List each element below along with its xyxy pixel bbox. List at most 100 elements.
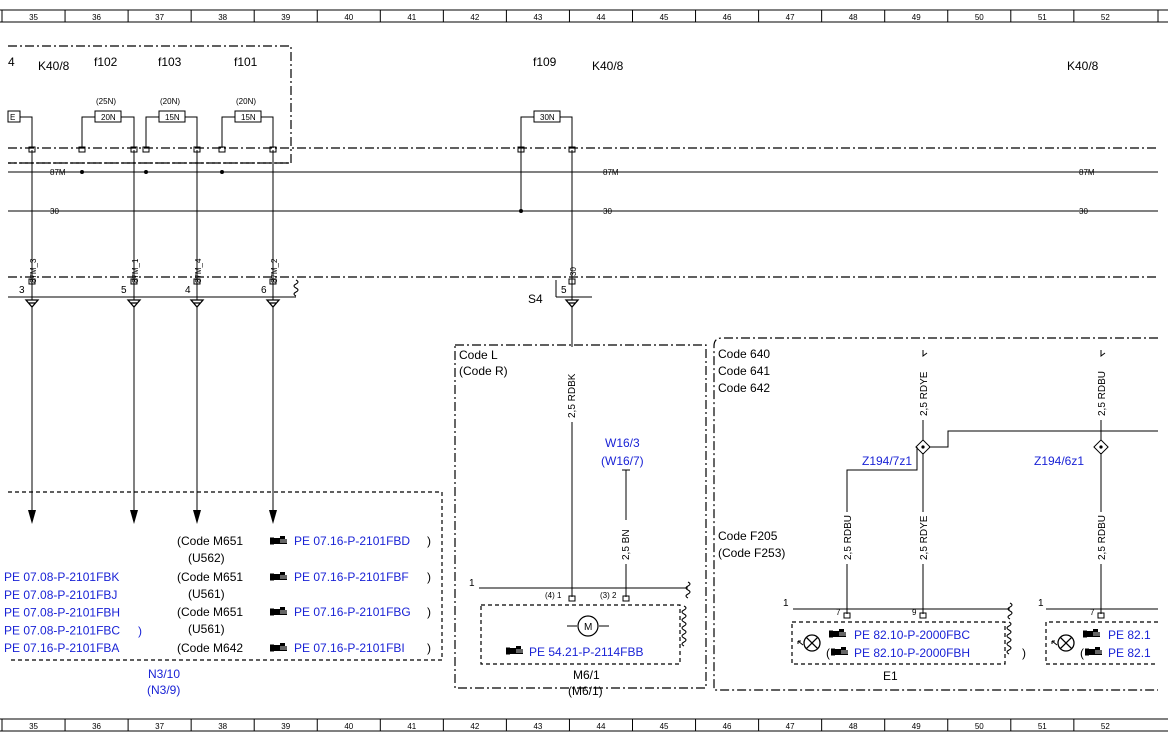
e2-paren-open: ( — [1080, 646, 1084, 660]
svg-text:87M: 87M — [50, 168, 66, 177]
terminal-label-e1-1: 1 — [783, 598, 789, 609]
e1-paren-close: ) — [1022, 646, 1026, 660]
grid-number: 52 — [1101, 722, 1110, 731]
grid-number: 38 — [218, 722, 227, 731]
lamp-icon — [797, 634, 821, 652]
left-ref-link[interactable]: PE 07.16-P-2101FBA — [4, 641, 119, 655]
fuse-rating-20n-a: (20N) — [160, 97, 180, 106]
code-close-paren: ) — [427, 570, 431, 584]
fuse-f109: 30N — [520, 110, 573, 148]
lamp-icon — [1051, 634, 1075, 652]
code-label-l: Code L — [459, 348, 498, 362]
code-ref-link[interactable]: PE 07.16-P-2101FBG — [294, 605, 411, 619]
grid-number: 41 — [407, 722, 416, 731]
module-label-n3-9: (N3/9) — [147, 683, 180, 697]
bus-87m: 87M 87M 87M — [8, 168, 1158, 177]
pin-label-3: 3 — [19, 285, 25, 296]
grid-number: 50 — [975, 722, 984, 731]
code-label: (Code M651 — [177, 570, 243, 584]
ref-pe-82-1-a[interactable]: PE 82.1 — [1108, 628, 1151, 642]
code-ref-link[interactable]: PE 07.16-P-2101FBI — [294, 641, 405, 655]
left-ref-link[interactable]: PE 07.08-P-2101FBC — [4, 623, 120, 637]
grid-number: 37 — [155, 722, 164, 731]
grid-number: 36 — [92, 13, 101, 22]
pointing-hand-icon — [830, 646, 849, 656]
motor-pin-2: (3) 2 — [600, 591, 617, 600]
connector-strip-s4 — [555, 280, 592, 298]
terminal-label-e2-1: 1 — [1038, 598, 1044, 609]
pin-label-5: 5 — [121, 285, 127, 296]
grid-number: 41 — [407, 13, 416, 22]
grid-number: 45 — [660, 722, 669, 731]
module-label-k40-8-right: K40/8 — [1067, 59, 1099, 73]
fuse-label-f103: f103 — [158, 55, 182, 69]
svg-text:30N: 30N — [540, 113, 555, 122]
wire-label-87m-3: 87M_3 — [29, 258, 38, 283]
code-label-r: (Code R) — [459, 364, 508, 378]
wire-label-rdye-lower: 2,5 RDYE — [919, 515, 930, 560]
grid-number: 39 — [281, 722, 290, 731]
arrow-down-icon — [193, 510, 201, 524]
grid-ruler-top — [0, 9, 1168, 23]
grid-number: 39 — [281, 13, 290, 22]
code-ref-link[interactable]: PE 07.16-P-2101FBD — [294, 534, 410, 548]
svg-text:30: 30 — [50, 207, 59, 216]
arrow-down-icon — [130, 510, 138, 524]
grid-number: 43 — [533, 722, 542, 731]
wire-label-rdye: 2,5 RDYE — [919, 371, 930, 416]
wire-label-rdbu: 2,5 RDBU — [1097, 371, 1108, 416]
pointing-hand-icon — [269, 642, 288, 652]
grid-number: 35 — [29, 722, 38, 731]
grid-number: 50 — [975, 13, 984, 22]
left-ref-link[interactable]: PE 07.08-P-2101FBJ — [4, 588, 117, 602]
code-label-f205: Code F205 — [718, 529, 778, 543]
terminal-label-1: 1 — [469, 578, 475, 589]
ground-icon — [565, 299, 579, 308]
e1-pin-9: 9 — [912, 608, 917, 617]
grid-number: 37 — [155, 13, 164, 22]
wire-label-bn: 2,5 BN — [621, 529, 632, 560]
svg-text:M: M — [584, 622, 592, 633]
ref-pe-82-1-b[interactable]: PE 82.1 — [1108, 646, 1151, 660]
ground-icon — [190, 299, 204, 308]
ref-pe-82-10-p-2000fbc[interactable]: PE 82.10-P-2000FBC — [854, 628, 970, 642]
code-sub-label: (U561) — [188, 587, 225, 601]
grid-number: 42 — [470, 13, 479, 22]
ground-icon — [266, 299, 280, 308]
svg-text:30: 30 — [1079, 207, 1088, 216]
left-ref-link[interactable]: PE 07.08-P-2101FBK — [4, 570, 119, 584]
grid-number: 40 — [344, 13, 353, 22]
pointing-hand-icon — [1082, 628, 1101, 638]
code-sub-label: (U562) — [188, 551, 225, 565]
ref-pe-82-10-p-2000fbh[interactable]: PE 82.10-P-2000FBH — [854, 646, 970, 660]
module-box-k40-8 — [8, 45, 292, 164]
fuse-label-f101: f101 — [234, 55, 258, 69]
ground-icon — [25, 299, 39, 308]
code-ref-link[interactable]: PE 07.16-P-2101FBF — [294, 570, 409, 584]
svg-text:15N: 15N — [241, 113, 256, 122]
code-label: (Code M651 — [177, 605, 243, 619]
e2-pin-7: 7 — [1090, 608, 1095, 617]
fuse-partial-left: E — [7, 110, 33, 148]
left-ref-link[interactable]: PE 07.08-P-2101FBH — [4, 606, 120, 620]
grid-number: 51 — [1038, 722, 1047, 731]
motor-pin-1: (4) 1 — [545, 591, 562, 600]
svg-text:87M: 87M — [1079, 168, 1095, 177]
pointing-hand-icon — [269, 535, 288, 545]
left-ref-close[interactable]: ) — [138, 624, 142, 638]
grid-number: 47 — [786, 13, 795, 22]
svg-text:87M: 87M — [603, 168, 619, 177]
pin-label-5-s4: 5 — [561, 285, 567, 296]
fuse-rating-20n-b: (20N) — [236, 97, 256, 106]
connector-label-s4: S4 — [528, 292, 543, 306]
pointing-hand-icon — [1084, 646, 1103, 656]
module-label-k40-8: K40/8 — [38, 59, 70, 73]
pin-label-6: 6 — [261, 285, 267, 296]
ref-pe-54-21-p-2114fbb[interactable]: PE 54.21-P-2114FBB — [529, 645, 644, 659]
grid-number: 46 — [723, 722, 732, 731]
component-label-m6-1: M6/1 — [573, 668, 600, 682]
fuse-label-f102: f102 — [94, 55, 118, 69]
grid-number: 49 — [912, 13, 921, 22]
grid-number: 40 — [344, 722, 353, 731]
pointing-hand-icon — [828, 628, 847, 638]
